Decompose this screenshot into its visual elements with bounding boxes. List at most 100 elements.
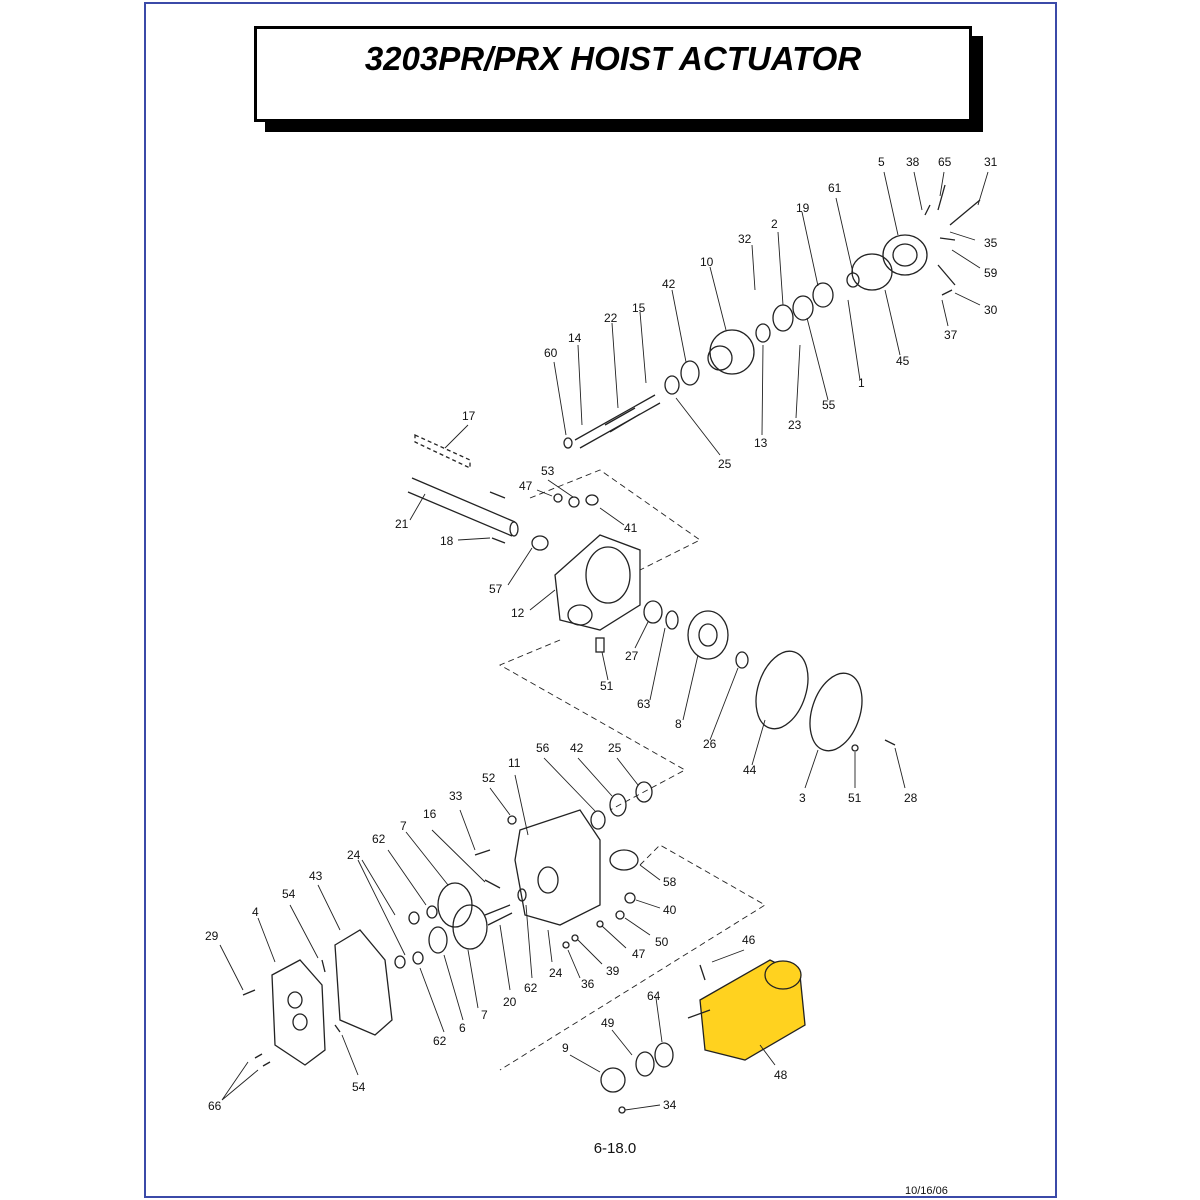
part-49 [635, 1051, 655, 1077]
part-28-screw [884, 739, 896, 746]
page-number: 6-18.0 [593, 1140, 637, 1157]
callout-47-lower: 47 [632, 947, 646, 961]
part-64 [654, 1042, 674, 1068]
part-51-bottom [851, 744, 859, 752]
callout-25-lower: 25 [608, 741, 622, 755]
part-51-top [595, 637, 605, 653]
part-55 [792, 295, 814, 321]
callout-58: 58 [663, 875, 677, 889]
part-16 [484, 879, 501, 889]
callout-9: 9 [562, 1041, 569, 1055]
callout-62-top: 62 [372, 832, 386, 846]
callout-28: 28 [904, 791, 918, 805]
part-62-upper [426, 905, 438, 919]
part-42 [680, 360, 700, 386]
part-43-gasket [334, 929, 393, 1036]
callout-54-top: 54 [282, 887, 296, 901]
part-58 [609, 849, 639, 871]
part-61 [846, 272, 860, 288]
leaders-top [553, 171, 989, 456]
part-44-gasket [755, 650, 809, 730]
part-19 [812, 282, 834, 308]
callout-10: 10 [700, 255, 714, 269]
callout-45: 45 [896, 354, 910, 368]
gearbox-assembly [242, 781, 806, 1114]
callout-62-mid: 62 [524, 981, 538, 995]
part-42-lower [609, 793, 627, 817]
callout-2: 2 [771, 217, 778, 231]
part-41 [585, 494, 599, 506]
leaders-bottom [219, 757, 776, 1111]
callout-5: 5 [878, 155, 885, 169]
part-4-hole-lower [292, 1013, 308, 1031]
housing-assembly [531, 493, 896, 752]
callout-3: 3 [799, 791, 806, 805]
part-12-port [567, 604, 593, 626]
title-box [254, 26, 972, 122]
callout-61: 61 [828, 181, 842, 195]
cover-fasteners [924, 184, 981, 296]
part-5-cover [882, 234, 928, 276]
callout-39: 39 [606, 964, 620, 978]
callout-1: 1 [858, 376, 865, 390]
part-40 [624, 892, 636, 904]
part-7-gear-lower [452, 904, 488, 950]
part-50 [615, 910, 625, 920]
part-27 [643, 600, 663, 624]
callout-24-lower: 24 [549, 966, 563, 980]
callout-25-top: 25 [718, 457, 732, 471]
callout-46: 46 [742, 933, 756, 947]
drawing-sheet [144, 2, 1057, 1198]
part-12-bore [585, 546, 631, 604]
callout-4: 4 [252, 905, 259, 919]
part-4-hole-upper [287, 991, 303, 1009]
part-8-gear [687, 610, 729, 660]
callout-17: 17 [462, 409, 476, 423]
callout-16: 16 [423, 807, 437, 821]
part-25-lower [635, 781, 653, 803]
part-25 [664, 375, 680, 395]
callout-42-top: 42 [662, 277, 676, 291]
callout-33: 33 [449, 789, 463, 803]
part-46 [699, 964, 706, 981]
part-62-lower [412, 951, 424, 965]
callout-32: 32 [738, 232, 752, 246]
callout-66: 66 [208, 1099, 222, 1113]
callout-59: 59 [984, 266, 998, 280]
callout-7-lower: 7 [481, 1008, 488, 1022]
callout-31: 31 [984, 155, 998, 169]
callout-43: 43 [309, 869, 323, 883]
callout-51-mid: 51 [600, 679, 614, 693]
callout-18: 18 [440, 534, 454, 548]
callout-57: 57 [489, 582, 503, 596]
callout-11: 11 [508, 756, 521, 770]
callout-22: 22 [604, 311, 618, 325]
part-24-lower [394, 955, 406, 969]
part-18-keys [489, 491, 506, 544]
part-26 [735, 651, 749, 669]
callout-12: 12 [511, 606, 525, 620]
callout-34: 34 [663, 1098, 677, 1112]
callout-30: 30 [984, 303, 998, 317]
part-6-gear [428, 926, 448, 954]
callout-62-lower: 62 [433, 1034, 447, 1048]
callout-19: 19 [796, 201, 810, 215]
part-53 [568, 496, 580, 508]
part-21-shaft [407, 477, 516, 537]
part-8-hub [698, 623, 718, 647]
assembly-guide-lines [498, 469, 766, 1071]
part-11-bore [537, 866, 559, 894]
callout-14: 14 [568, 331, 582, 345]
part-48-shaft [687, 1009, 711, 1019]
callout-54-lower: 54 [352, 1080, 366, 1094]
part-48-end-cap [764, 960, 802, 990]
part-29-screw [242, 989, 256, 996]
part-9-coupling [600, 1067, 626, 1093]
diagram-title: 3203PR/PRX HOIST ACTUATOR [364, 40, 862, 77]
callout-26: 26 [703, 737, 717, 751]
callout-37: 37 [944, 328, 958, 342]
part-3-cover [809, 672, 863, 752]
callout-65: 65 [938, 155, 952, 169]
part-5-boss [892, 243, 918, 267]
